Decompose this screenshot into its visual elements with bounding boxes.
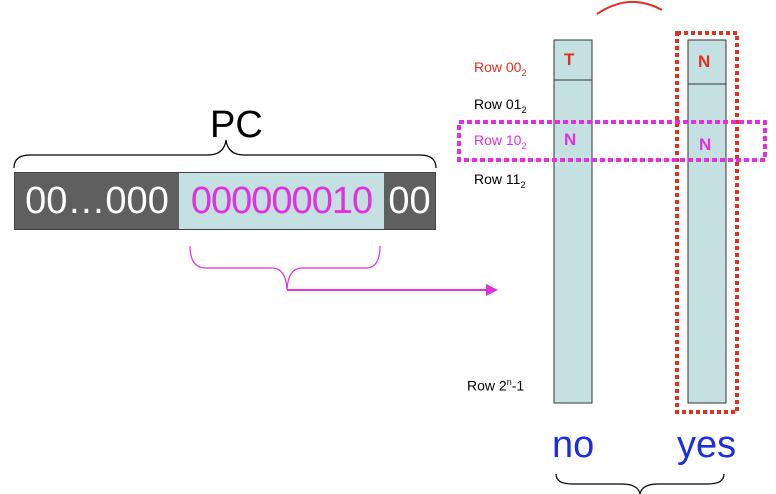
columns-brace xyxy=(555,473,725,494)
left-column xyxy=(553,39,593,404)
left-cell-row0: T xyxy=(564,50,575,69)
pc-title: PC xyxy=(210,104,263,146)
column-label-yes: yes xyxy=(677,424,737,466)
pc-index-bits: 000000010 xyxy=(179,172,384,230)
index-arrow-head xyxy=(486,284,498,296)
row-label-last: Row 2n-1 xyxy=(467,377,525,394)
selected-column-box xyxy=(675,31,739,414)
red-arc xyxy=(596,0,663,15)
right-column xyxy=(687,39,727,404)
right-cell-row0: N xyxy=(698,52,711,71)
left-cell-row2: N xyxy=(564,130,577,149)
pc-low-bits: 00 xyxy=(384,172,436,230)
selected-row-box xyxy=(457,120,767,162)
row-label-0: Row 002 xyxy=(474,59,527,78)
pc-high-bits: 00…000 xyxy=(14,172,179,230)
row-label-2: Row 102 xyxy=(474,132,527,151)
row-label-3: Row 112 xyxy=(474,171,526,190)
index-brace xyxy=(189,245,381,291)
pc-brace xyxy=(13,139,437,169)
column-label-no: no xyxy=(552,424,595,466)
row-label-1: Row 012 xyxy=(474,96,527,115)
right-cell-row2: N xyxy=(699,135,712,154)
